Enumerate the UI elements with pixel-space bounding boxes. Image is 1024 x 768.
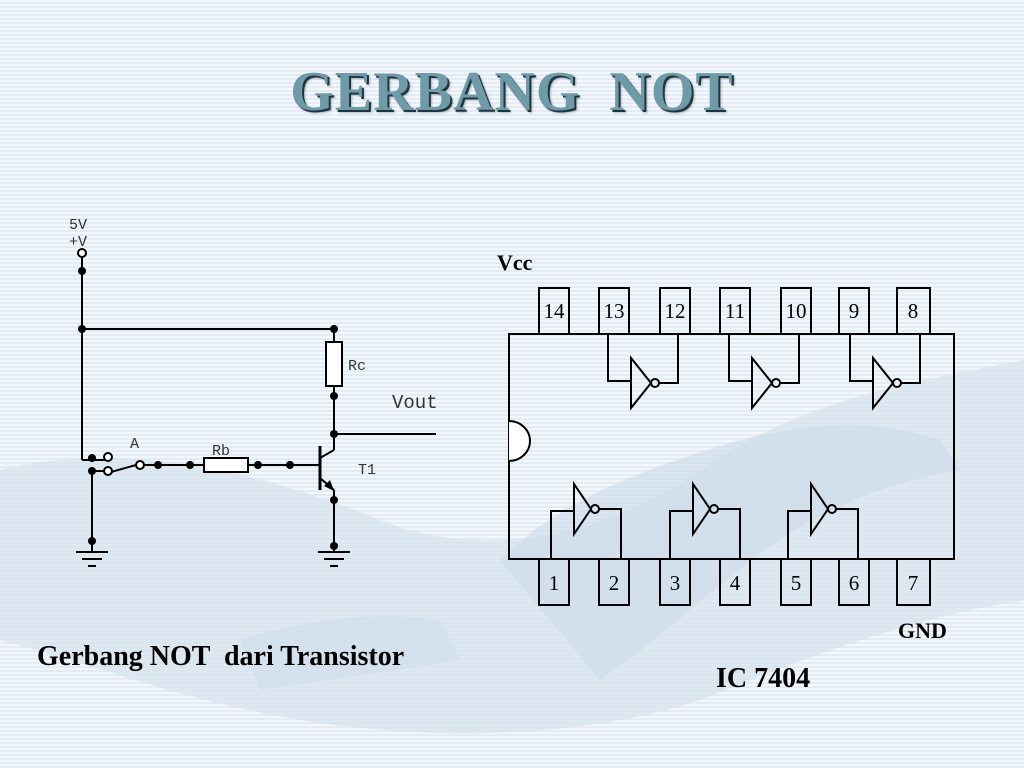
collector-resistor (325, 341, 343, 387)
pin-10-label: 10 (786, 299, 807, 323)
pin-11-label: 11 (725, 299, 745, 323)
transistor-caption: Gerbang NOT dari Transistor (37, 641, 405, 672)
emitter-arrow (324, 480, 334, 491)
bottom-inverter-1-2 (550, 480, 622, 559)
transistor-label: T1 (358, 462, 376, 479)
switch-label: A (130, 436, 139, 453)
slide-title: GERBANG NOT (290, 61, 734, 123)
gnd-label: GND (898, 618, 947, 643)
pin-5-label: 5 (791, 571, 802, 595)
vcc-label: Vcc (497, 250, 533, 275)
ic-top-pin-numbers: 14 13 12 11 10 9 8 (544, 299, 919, 323)
pin-8-label: 8 (908, 299, 919, 323)
pin-3-label: 3 (670, 571, 681, 595)
ic-body (508, 333, 955, 560)
pin-7-label: 7 (908, 571, 919, 595)
pin-1-label: 1 (549, 571, 560, 595)
collector-resistor-label: Rc (348, 358, 366, 375)
transistor-not-circuit (76, 248, 436, 567)
bottom-inverter-5-6 (787, 480, 859, 559)
ic-notch (508, 420, 531, 462)
pin-9-label: 9 (849, 299, 860, 323)
output-label: Vout (392, 392, 438, 414)
pin-4-label: 4 (730, 571, 741, 595)
pin-13-label: 13 (604, 299, 625, 323)
supply-voltage-label: 5V (69, 217, 87, 234)
top-inverter-13-12 (607, 334, 679, 411)
pin-12-label: 12 (665, 299, 686, 323)
switch-lever (110, 464, 137, 473)
base-resistor-label: Rb (212, 443, 230, 460)
supply-plus-label: +V (69, 234, 87, 251)
switch-contact-top (103, 452, 113, 462)
pin-2-label: 2 (609, 571, 620, 595)
ic-7404-diagram (508, 287, 955, 606)
pin-6-label: 6 (849, 571, 860, 595)
base-resistor (203, 457, 249, 473)
top-inverter-9-8 (849, 334, 921, 411)
switch-pivot (135, 460, 145, 470)
switch-contact-bottom (103, 466, 113, 476)
ic-caption: IC 7404 (716, 663, 811, 694)
junction-dots (78, 267, 338, 550)
ic-bottom-pin-numbers: 1 2 3 4 5 6 7 (549, 571, 919, 595)
bottom-inverter-3-4 (669, 480, 741, 559)
top-inverter-11-10 (728, 334, 800, 411)
pin-14-label: 14 (544, 299, 566, 323)
